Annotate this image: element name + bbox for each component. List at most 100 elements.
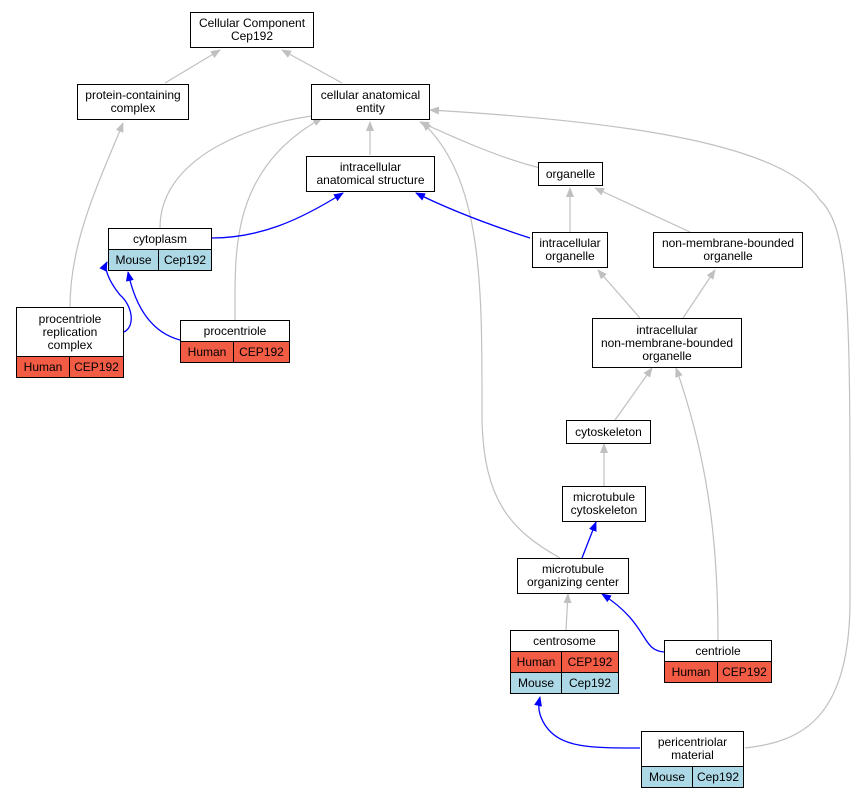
annotation-row: Human CEP192 bbox=[511, 651, 618, 672]
term-node-organelle[interactable]: organelle bbox=[538, 162, 603, 186]
annotation-row: Mouse Cep192 bbox=[109, 249, 211, 270]
term-label-line: replication bbox=[42, 324, 98, 339]
term-label-line: procentriole bbox=[203, 323, 267, 338]
edge-cytoskeleton-to-inmbo bbox=[614, 367, 653, 421]
term-title: centriole bbox=[665, 641, 771, 661]
annotation-row: Mouse Cep192 bbox=[511, 672, 618, 693]
edge-prc-to-protein-complex bbox=[69, 122, 124, 308]
annotation-row: Human CEP192 bbox=[181, 341, 289, 362]
edge-inmbo-to-nmb-org bbox=[682, 269, 716, 319]
term-label-line: anatomical structure bbox=[316, 173, 425, 187]
term-label-line: centrosome bbox=[533, 633, 596, 648]
species-cell: Human bbox=[187, 344, 227, 359]
term-label-line: Cellular Component bbox=[198, 16, 306, 30]
term-label-line: cytoskeleton bbox=[575, 424, 642, 439]
term-label-line: cytoskeleton bbox=[570, 503, 638, 517]
edge-pcm-part-of-centrosome bbox=[534, 696, 641, 749]
term-label-line: organelle bbox=[545, 249, 595, 263]
term-label-line: microtubule bbox=[572, 490, 636, 504]
species-cell: Mouse bbox=[115, 252, 152, 267]
annotation-row: Human CEP192 bbox=[17, 356, 123, 377]
gene-cell: Cep192 bbox=[561, 673, 618, 693]
term-label-line: pericentriolar bbox=[657, 735, 728, 749]
term-title: cytoplasm bbox=[109, 229, 211, 249]
term-label-line: organelle bbox=[545, 166, 596, 181]
gene-cell: CEP192 bbox=[717, 662, 771, 682]
species-cell: Human bbox=[23, 359, 63, 374]
term-label-line: entity bbox=[356, 101, 385, 115]
edge-centriole-part-of-mtoc bbox=[601, 593, 665, 653]
term-label-line: complex bbox=[110, 101, 156, 115]
edge-centriole-to-inmbo bbox=[675, 367, 719, 641]
term-label-line: organelle bbox=[642, 348, 692, 363]
species-cell: Human bbox=[516, 654, 556, 669]
gene-cell: CEP192 bbox=[69, 357, 123, 377]
edge-procentriole-to-cae bbox=[234, 117, 323, 321]
edge-centrosome-to-mtoc bbox=[563, 593, 572, 631]
term-title: organelle bbox=[539, 163, 602, 185]
species-cell: Mouse bbox=[517, 675, 555, 690]
gene-cell: CEP192 bbox=[561, 652, 618, 672]
annotation-row: Mouse Cep192 bbox=[642, 766, 743, 787]
term-title: procentriole bbox=[181, 321, 289, 341]
term-label-line: intracellular bbox=[539, 236, 601, 250]
term-label-line: non-membrane-bounded bbox=[661, 236, 795, 250]
gene-cell: Cep192 bbox=[692, 767, 743, 787]
term-label-line: centriole bbox=[695, 643, 741, 658]
term-label-line: cellular anatomical bbox=[320, 88, 421, 102]
term-label-line: cytoplasm bbox=[132, 231, 188, 246]
edge-mtoc-part-of-mt-cyto bbox=[581, 521, 597, 559]
term-label-line: organelle bbox=[703, 249, 753, 263]
term-title: cytoskeleton bbox=[567, 421, 650, 443]
gene-cell: CEP192 bbox=[233, 342, 289, 362]
edge-inmbo-to-intra-org bbox=[597, 269, 641, 319]
term-label-line: microtubule bbox=[541, 562, 605, 576]
edge-pcm-to-cae bbox=[429, 106, 851, 749]
term-label-line: complex bbox=[47, 337, 93, 352]
annotation-row: Human CEP192 bbox=[665, 661, 771, 682]
species-cell: Mouse bbox=[648, 769, 686, 784]
edge-nmb-org-to-organelle bbox=[594, 187, 691, 233]
species-cell: Human bbox=[671, 664, 711, 679]
term-label-line: Cep192 bbox=[230, 29, 274, 43]
edge-prc-part-of-cytoplasm bbox=[99, 261, 132, 333]
term-node-cytoskeleton[interactable]: cytoskeleton bbox=[566, 420, 651, 444]
edge-mtoc-to-cae bbox=[421, 121, 561, 559]
gene-cell: Cep192 bbox=[158, 250, 211, 270]
term-label-line: non-membrane-bounded bbox=[600, 335, 734, 350]
edge-protein-complex-to-root bbox=[164, 49, 221, 84]
term-label-line: intracellular bbox=[339, 160, 402, 174]
term-title: centrosome bbox=[511, 631, 618, 651]
edge-cytoplasm-to-cae bbox=[159, 111, 321, 229]
edge-cytoplasm-part-of-ias bbox=[211, 192, 344, 239]
term-label-line: protein-containing bbox=[85, 88, 181, 102]
edge-cae-to-root bbox=[281, 49, 343, 84]
